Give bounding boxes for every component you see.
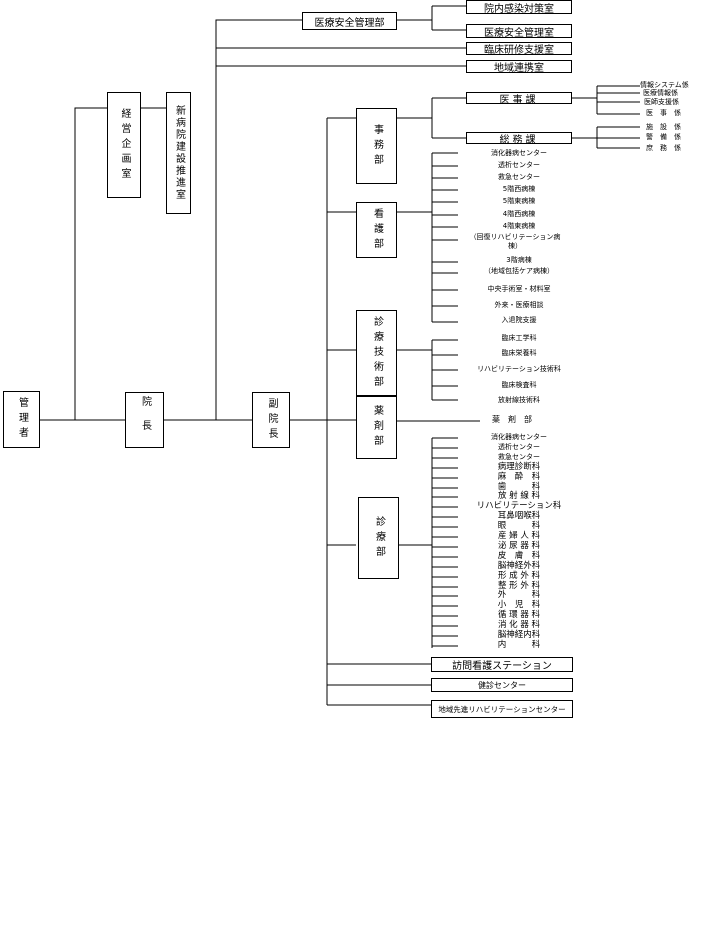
tech-unit-label: 臨床栄養科: [501, 349, 537, 357]
clinical-tech-dept-box: 診療技術部: [356, 310, 397, 396]
infection-control-office-box: 院内感染対策室: [466, 0, 572, 15]
deputy-director-box: 副院長: [252, 392, 290, 448]
nursing-unit-label: 透析センター: [498, 161, 540, 169]
nursing-unit-label: （回復リハビリテーション病棟）: [469, 233, 561, 250]
tech-unit-label: 臨床工学科: [501, 334, 537, 342]
tech-unit-label: 放射線技術科: [498, 396, 540, 404]
nursing-unit-label: （地域包括ケア病棟）: [484, 267, 554, 275]
clinical-unit-label: 救急センター: [498, 452, 540, 461]
tech-unit-label: リハビリテーション技術科: [477, 365, 561, 373]
clinical-unit-label: 眼 科: [497, 521, 541, 532]
clinical-unit-label: 透析センター: [498, 442, 540, 451]
director-box: 院長: [125, 392, 164, 448]
clinical-unit-label: 脳神経外科: [497, 560, 541, 571]
unit-label: 医療情報係: [643, 89, 678, 97]
nursing-dept-box: 看護部: [356, 202, 397, 258]
nursing-unit-label: 救急センター: [498, 173, 540, 181]
clinical-unit-label: 循 環 器 科: [497, 610, 541, 621]
clinical-training-office-box: 臨床研修支援室: [466, 42, 572, 56]
clinical-unit-label: 泌 尿 器 科: [497, 540, 541, 551]
pharmacy-unit-label: 薬 剤 部: [492, 415, 532, 424]
clinical-unit-label: 外 科: [497, 590, 541, 601]
unit-label: 情報システム係: [640, 81, 689, 89]
nursing-unit-label: 4階西病棟: [502, 210, 536, 218]
clinical-unit-label: 皮 膚 科: [497, 550, 541, 561]
unit-label: 施 設 係: [646, 123, 681, 131]
clinical-unit-label: 形 成 外 科: [497, 570, 541, 581]
health-check-center-box: 健診センター: [431, 678, 573, 692]
unit-label: 庶 務 係: [646, 144, 681, 152]
nursing-unit-label: 3階病棟: [506, 256, 532, 264]
nursing-unit-label: 外来・医療相談: [494, 301, 544, 309]
regional-liaison-office-box: 地域連携室: [466, 60, 572, 74]
clinical-unit-label: 消化器病センター: [491, 433, 547, 441]
unit-label: 医 事 係: [646, 109, 681, 117]
clinical-unit-label: 内 科: [497, 639, 541, 650]
clinical-unit-label: 麻 酔 科: [497, 471, 541, 482]
clinical-unit-label: 病理診断科: [497, 461, 541, 472]
medical-affairs-section-box: 医事課: [466, 92, 572, 106]
nursing-unit-label: 消化器病センター: [491, 149, 547, 157]
admin-dept-box: 事務部: [356, 108, 397, 184]
visiting-nursing-station-box: 訪問看護ステーション: [431, 657, 573, 672]
clinical-unit-label: 整 形 外 科: [497, 580, 541, 591]
unit-label: 警 備 係: [646, 133, 681, 141]
clinical-unit-label: 脳神経内科: [497, 630, 541, 640]
clinical-unit-label: 消 化 器 科: [497, 620, 541, 631]
clinical-unit-label: 放 射 線 科: [497, 491, 541, 502]
unit-label: 医師支援係: [644, 98, 679, 106]
nursing-unit-label: 5階西病棟: [502, 185, 536, 193]
nursing-unit-label: 5階東病棟: [502, 197, 536, 205]
clinical-unit-label: 小 児 科: [497, 600, 541, 611]
tech-unit-label: 臨床検査科: [501, 381, 537, 389]
medical-safety-dept-box: 医療安全管理部: [302, 12, 397, 30]
manager-box: 管理者: [3, 391, 40, 448]
nursing-unit-label: 中央手術室・材料室: [487, 285, 551, 293]
clinical-unit-label: 歯 科: [497, 481, 541, 492]
pharmacy-dept-box: 薬剤部: [356, 396, 397, 459]
general-affairs-section-box: 総務課: [466, 132, 572, 146]
nursing-unit-label: 入退院支援: [501, 316, 537, 324]
clinical-unit-label: 産 婦 人 科: [497, 531, 541, 541]
regional-rehab-center-box: 地域先進リハビリテーションセンター: [431, 700, 573, 718]
nursing-unit-label: 4階東病棟: [502, 222, 536, 230]
medical-safety-office-box: 医療安全管理室: [466, 24, 572, 39]
clinical-unit-label: リハビリテーション科: [476, 501, 562, 512]
clinical-unit-label: 耳鼻咽喉科: [497, 511, 541, 522]
management-planning-office-box: 経営企画室: [107, 92, 141, 198]
new-hospital-construction-office-box: 新病院建設推進室: [166, 92, 191, 214]
clinical-dept-box: 診療部: [358, 497, 399, 579]
